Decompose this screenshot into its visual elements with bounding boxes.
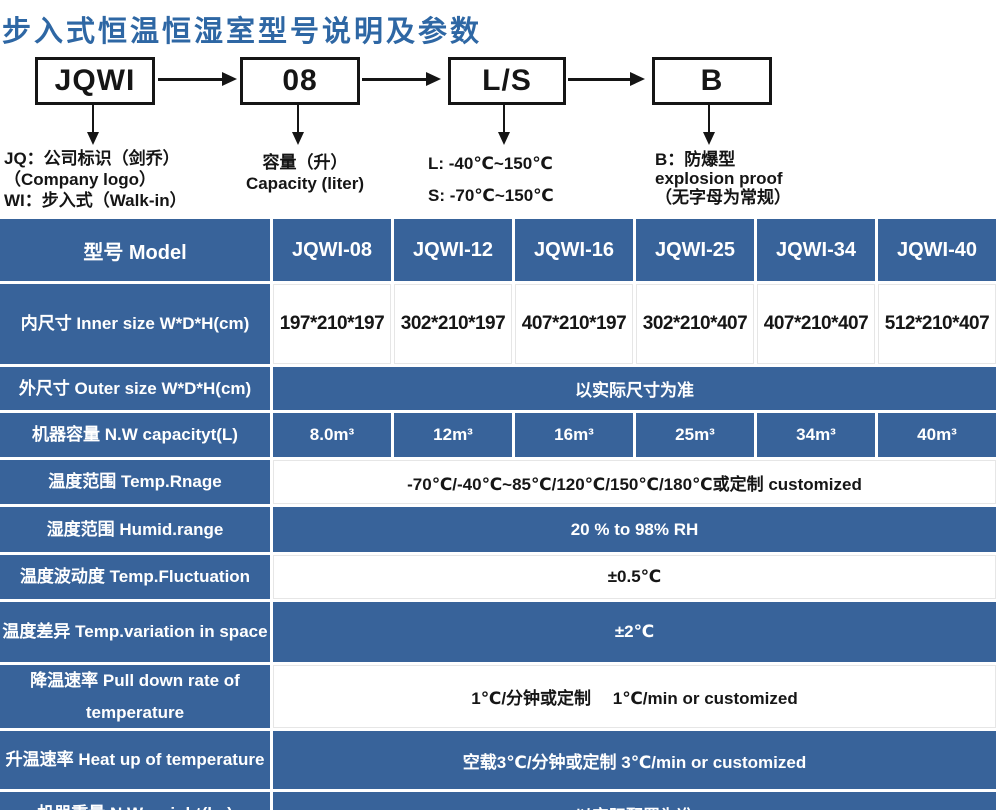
model-column-jqwi-16: JQWI-16 [515,219,633,281]
cell-capacity: 25m³ [636,413,754,457]
row-label-pull-down-rate: 降温速率 Pull down rate of temperature [0,665,270,728]
model-note-temp-range: L: -40℃~150℃ S: -70℃~150℃ [428,154,554,205]
model-note-company: JQ：公司标识（剑乔） （Company logo） WI：步入式（Walk-i… [4,149,187,210]
arrow-down-icon [503,103,505,133]
arrow-right-icon [362,78,426,81]
cell-temp-variation-span: ±2℃ [273,602,996,662]
cell-capacity: 34m³ [757,413,875,457]
arrow-right-icon [222,72,237,86]
arrow-down-icon [703,132,715,145]
cell-heat-up-rate-span: 空载3℃/分钟或定制 3℃/min or customized [273,731,996,789]
arrow-right-icon [630,72,645,86]
cell-outer-size-span: 以实际尺寸为准 [273,367,996,410]
model-header-cell: 型号 Model [0,219,270,281]
page-title: 步入式恒温恒湿室型号说明及参数 [2,16,483,48]
arrow-down-icon [297,103,299,133]
model-column-jqwi-25: JQWI-25 [636,219,754,281]
cell-inner-size: 407*210*407 [757,284,875,364]
row-label-temp-variation: 温度差异 Temp.variation in space [0,602,270,662]
arrow-down-icon [708,103,710,133]
cell-capacity: 8.0m³ [273,413,391,457]
arrow-right-icon [568,78,630,81]
cell-weight-span: 以实际配置为准 [273,792,996,810]
cell-inner-size: 302*210*197 [394,284,512,364]
model-column-jqwi-12: JQWI-12 [394,219,512,281]
cell-temp-range-span: -70℃/-40℃~85℃/120℃/150℃/180℃或定制 customiz… [273,460,996,504]
row-label-temp-range: 温度范围 Temp.Rnage [0,460,270,504]
model-column-jqwi-40: JQWI-40 [878,219,996,281]
cell-capacity: 40m³ [878,413,996,457]
row-label-humidity-range: 湿度范围 Humid.range [0,507,270,552]
model-box-jqwi: JQWI [35,57,155,105]
cell-inner-size: 407*210*197 [515,284,633,364]
cell-temp-fluctuation-span: ±0.5℃ [273,555,996,599]
row-label-inner-size: 内尺寸 Inner size W*D*H(cm) [0,284,270,364]
row-label-outer-size: 外尺寸 Outer size W*D*H(cm) [0,367,270,410]
arrow-right-icon [158,78,222,81]
cell-capacity: 12m³ [394,413,512,457]
cell-inner-size: 512*210*407 [878,284,996,364]
row-label-temp-fluctuation: 温度波动度 Temp.Fluctuation [0,555,270,599]
arrow-down-icon [92,103,94,133]
cell-humidity-range-span: 20 % to 98% RH [273,507,996,552]
cell-pull-down-rate-span: 1℃/分钟或定制 1℃/min or customized [273,665,996,728]
model-note-explosion: B：防爆型 explosion proof （无字母为常规） [655,150,791,207]
cell-capacity: 16m³ [515,413,633,457]
arrow-down-icon [292,132,304,145]
model-column-jqwi-08: JQWI-08 [273,219,391,281]
spec-table: 型号 Model JQWI-08 JQWI-12 JQWI-16 JQWI-25… [0,219,996,810]
model-box-capacity: 08 [240,57,360,105]
cell-inner-size: 197*210*197 [273,284,391,364]
cell-inner-size: 302*210*407 [636,284,754,364]
arrow-right-icon [426,72,441,86]
model-note-capacity: 容量（升） Capacity (liter) [245,153,365,193]
model-column-jqwi-34: JQWI-34 [757,219,875,281]
row-label-capacity: 机器容量 N.W capacityt(L) [0,413,270,457]
model-box-temp-code: L/S [448,57,566,105]
arrow-down-icon [498,132,510,145]
arrow-down-icon [87,132,99,145]
row-label-heat-up-rate: 升温速率 Heat up of temperature [0,731,270,789]
model-box-explosion: B [652,57,772,105]
row-label-weight: 机器重量 N.W weight(kg) [0,792,270,810]
